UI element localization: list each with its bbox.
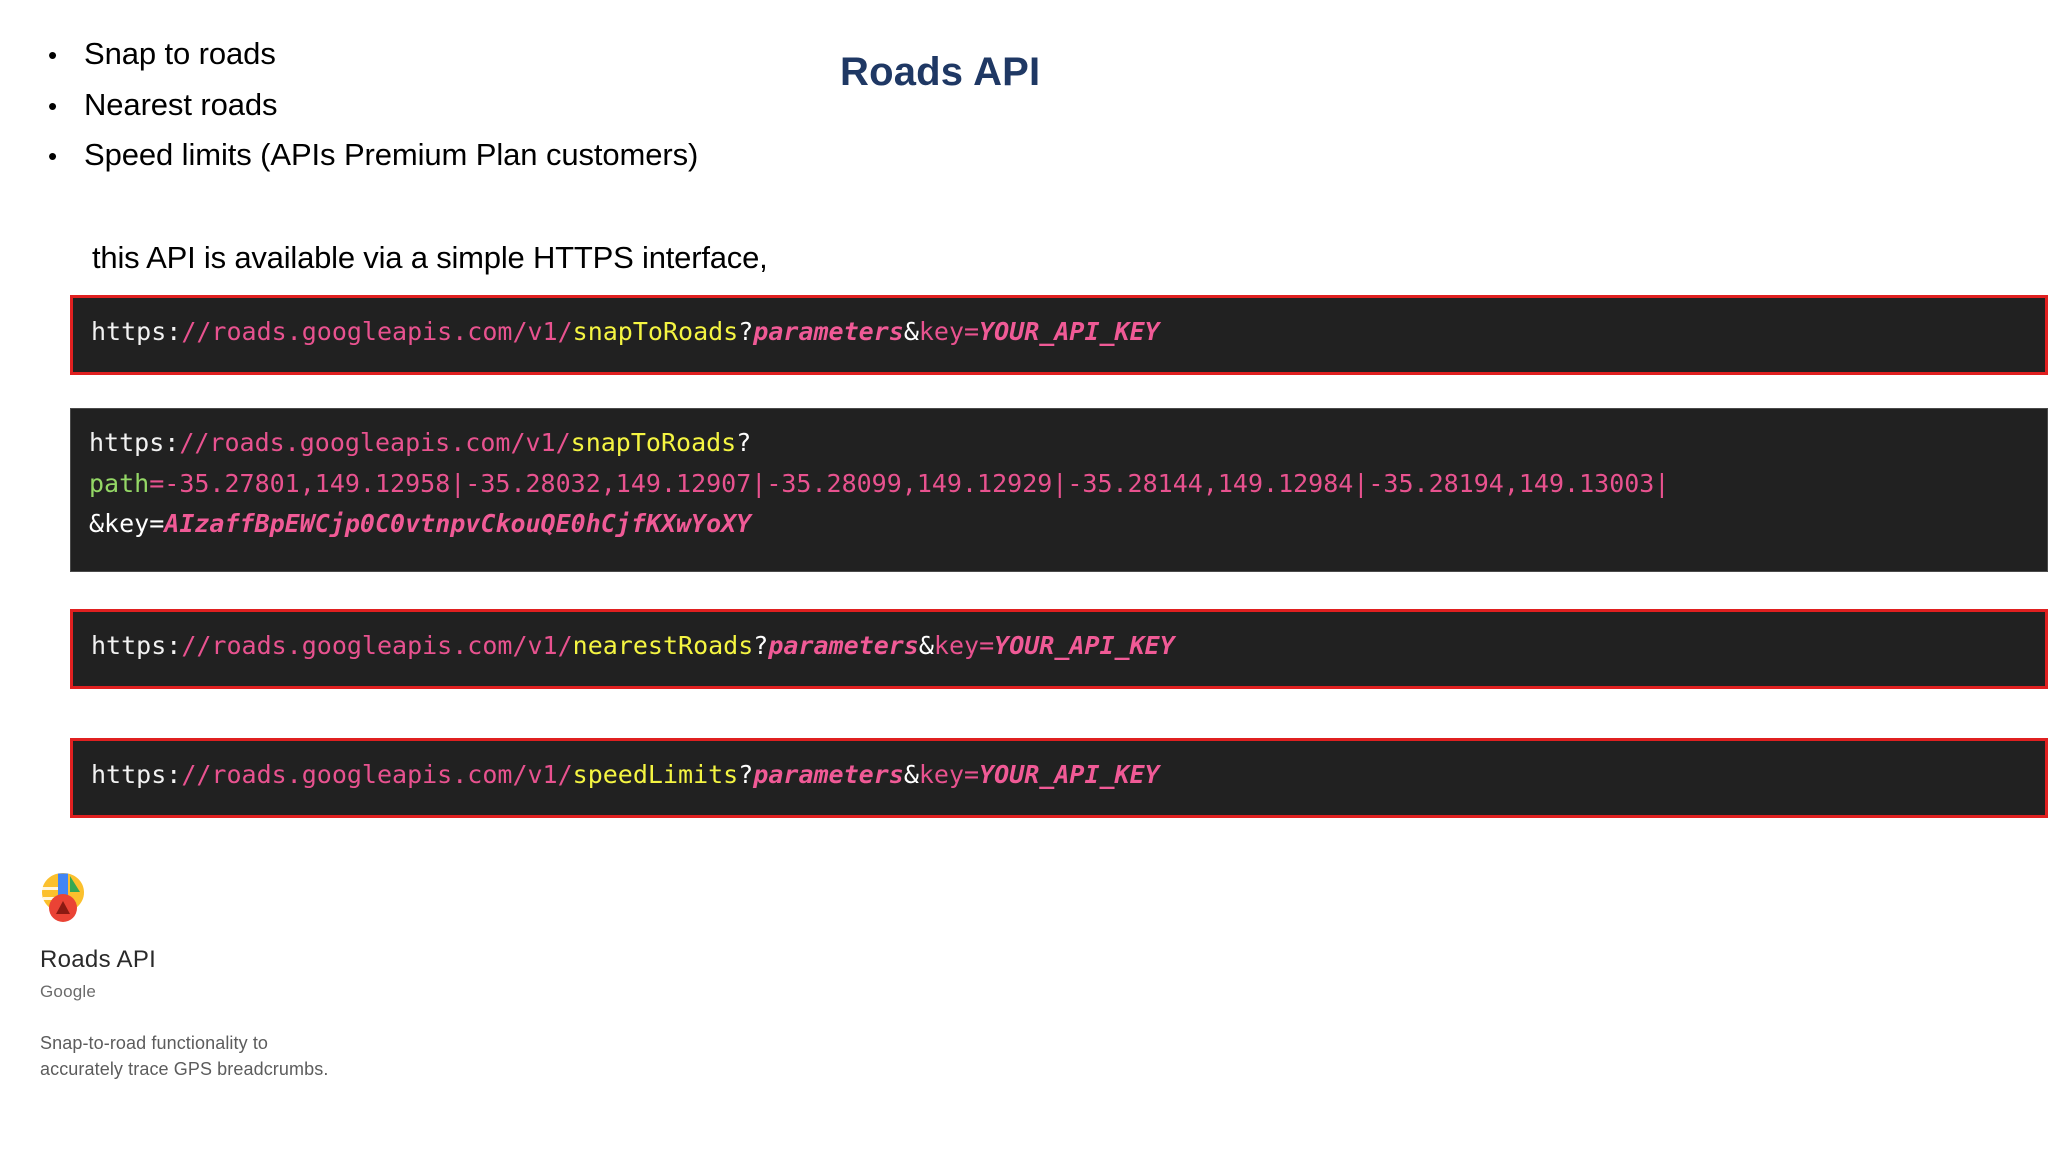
roads-api-logo-icon bbox=[40, 872, 86, 924]
code-token-key: key= bbox=[933, 631, 995, 660]
code-token-punct: ? bbox=[736, 428, 752, 457]
code-token-scheme: https: bbox=[89, 428, 180, 457]
list-item: • Nearest roads bbox=[44, 87, 944, 124]
code-token-param: parameters bbox=[753, 760, 904, 789]
code-token-host: //roads.googleapis.com/v1/ bbox=[181, 631, 573, 660]
bullet-dot-icon: • bbox=[48, 90, 58, 121]
bullet-dot-icon: • bbox=[48, 141, 58, 172]
code-token-key: key= bbox=[918, 760, 980, 789]
footer-description-line-2: accurately trace GPS breadcrumbs. bbox=[40, 1059, 329, 1080]
list-item: • Speed limits (APIs Premium Plan custom… bbox=[44, 137, 944, 174]
code-token-endpoint: snapToRoads bbox=[570, 428, 737, 457]
code-token-value: AIzaffBpEWCjp0C0vtnpvCkouQE0hCjfKXwYoXY bbox=[164, 509, 752, 538]
bullet-dot-icon: • bbox=[48, 40, 58, 70]
bullet-label: Snap to roads bbox=[84, 36, 276, 71]
code-token-punct: ? bbox=[738, 760, 754, 789]
code-line: &key=AIzaffBpEWCjp0C0vtnpvCkouQE0hCjfKXw… bbox=[89, 504, 2047, 545]
code-token-punct: ? bbox=[753, 631, 769, 660]
footer-product-title: Roads API bbox=[40, 946, 157, 973]
code-token-punct: & bbox=[903, 317, 919, 346]
page-title: Roads API bbox=[840, 50, 1041, 94]
code-token-punct: ? bbox=[738, 317, 754, 346]
code-block-nearest-roads-template: https://roads.googleapis.com/v1/nearestR… bbox=[70, 609, 2048, 689]
code-token-key: key= bbox=[918, 317, 980, 346]
footer-description: Snap-to-road functionality to accurately… bbox=[40, 1030, 470, 1082]
code-token-value: YOUR_API_KEY bbox=[979, 760, 1160, 789]
footer-vendor: Google bbox=[40, 982, 97, 1001]
roads-api-product-card: Roads API Google Snap-to-road functional… bbox=[40, 872, 470, 1082]
bullet-label: Nearest roads bbox=[84, 86, 278, 122]
code-token-param: parameters bbox=[753, 317, 904, 346]
code-token-scheme: https: bbox=[91, 760, 182, 789]
code-token-value: YOUR_API_KEY bbox=[994, 631, 1175, 660]
code-token-endpoint: speedLimits bbox=[572, 760, 739, 789]
code-line: https://roads.googleapis.com/v1/snapToRo… bbox=[91, 312, 2045, 353]
code-token-host: //roads.googleapis.com/v1/ bbox=[179, 428, 571, 457]
bullet-label: Speed limits (APIs Premium Plan customer… bbox=[84, 137, 699, 173]
code-token-host: //roads.googleapis.com/v1/ bbox=[181, 760, 573, 789]
code-token-host: //roads.googleapis.com/v1/ bbox=[181, 317, 573, 346]
feature-bullet-list: • Snap to roads • Nearest roads • Speed … bbox=[44, 36, 944, 188]
code-line: https://roads.googleapis.com/v1/speedLim… bbox=[91, 755, 2045, 796]
code-token-scheme: https: bbox=[91, 631, 182, 660]
code-line: https://roads.googleapis.com/v1/snapToRo… bbox=[89, 423, 2047, 464]
code-block-speed-limits-template: https://roads.googleapis.com/v1/speedLim… bbox=[70, 738, 2048, 818]
code-block-snap-to-roads-template: https://roads.googleapis.com/v1/snapToRo… bbox=[70, 295, 2048, 375]
code-block-snap-to-roads-example: https://roads.googleapis.com/v1/snapToRo… bbox=[70, 408, 2048, 572]
code-token-punct: & bbox=[903, 760, 919, 789]
code-token-coords: =-35.27801,149.12958|-35.28032,149.12907… bbox=[149, 468, 1670, 498]
code-token-punct: &key= bbox=[89, 509, 165, 538]
code-token-endpoint: nearestRoads bbox=[572, 631, 754, 660]
code-token-param: parameters bbox=[768, 631, 919, 660]
code-token-scheme: https: bbox=[91, 317, 182, 346]
code-token-punct: & bbox=[918, 631, 934, 660]
code-token-endpoint: snapToRoads bbox=[572, 317, 739, 346]
code-line: path=-35.27801,149.12958|-35.28032,149.1… bbox=[89, 464, 2047, 505]
code-line: https://roads.googleapis.com/v1/nearestR… bbox=[91, 626, 2045, 667]
intro-text: this API is available via a simple HTTPS… bbox=[92, 240, 768, 275]
footer-description-line-1: Snap-to-road functionality to bbox=[40, 1033, 269, 1053]
code-token-value: YOUR_API_KEY bbox=[979, 317, 1160, 346]
list-item: • Snap to roads bbox=[44, 36, 944, 73]
code-token-attr: path bbox=[89, 468, 150, 498]
